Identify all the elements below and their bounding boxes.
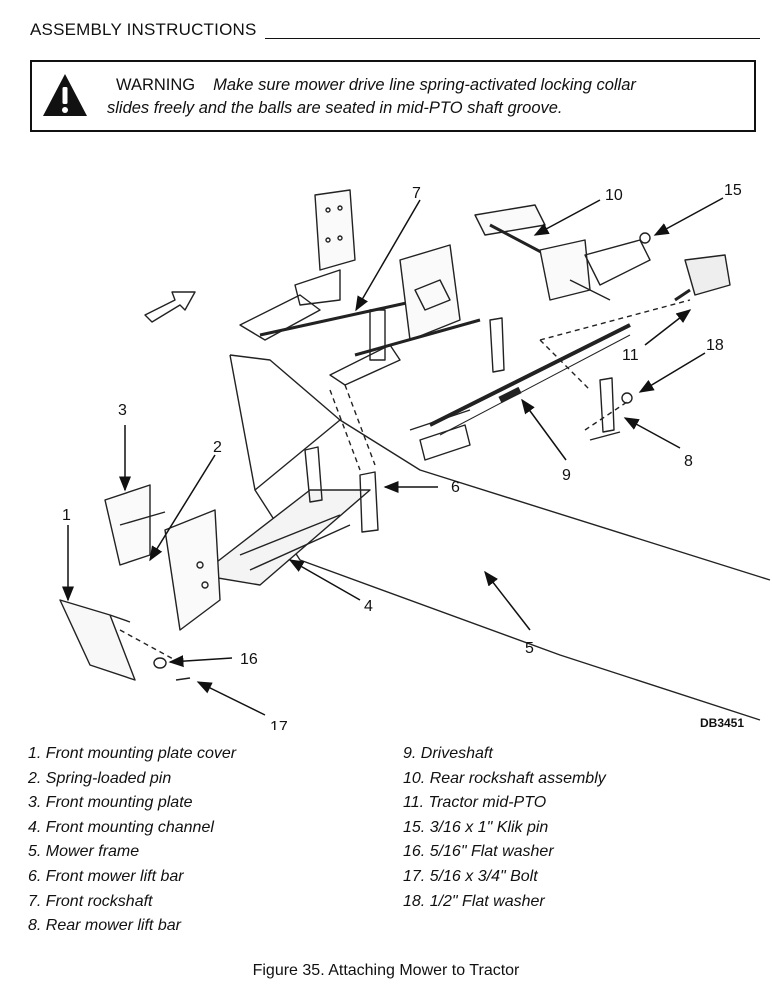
- legend-item: 15. 3/16 x 1" Klik pin: [403, 818, 549, 836]
- callout-17: 17: [270, 719, 288, 730]
- assembly-diagram: 7 10 15 11 18 8 9 6 4 5 3 2 1 16 17: [59, 182, 771, 730]
- legend-item: 9. Driveshaft: [403, 745, 493, 762]
- callout-7: 7: [412, 185, 421, 202]
- legend-item: 5. Mower frame: [28, 843, 140, 861]
- legend-item: 8. Rear mower lift bar: [28, 917, 181, 935]
- warning-message-line2: slides freely and the balls are seated i…: [107, 99, 563, 117]
- legend-right: 9. Driveshaft 10. Rear rockshaft assembl…: [403, 742, 606, 914]
- legend-item: 3. Front mounting plate: [28, 794, 193, 812]
- callout-15: 15: [724, 182, 742, 199]
- callout-2: 2: [213, 439, 222, 456]
- section-header: ASSEMBLY INSTRUCTIONS: [30, 20, 760, 44]
- legend-item: 6. Front mower lift bar: [28, 867, 184, 885]
- legend-item: 10. Rear rockshaft assembly: [403, 769, 606, 787]
- warning-message-line1: Make sure mower drive line spring-activa…: [213, 76, 636, 94]
- warning-box: WARNING Make sure mower drive line spring…: [30, 60, 756, 132]
- legend-item: 1. Front mounting plate cover: [28, 745, 237, 762]
- callout-4: 4: [364, 598, 373, 615]
- callout-11: 11: [622, 347, 639, 364]
- legend-item: 18. 1/2" Flat washer: [403, 892, 545, 910]
- warning-triangle-icon: [43, 74, 87, 116]
- callout-8: 8: [684, 453, 693, 470]
- callout-10: 10: [605, 187, 623, 204]
- callout-18: 18: [706, 337, 724, 354]
- figure-caption: Figure 35. Attaching Mower to Tractor: [252, 962, 520, 979]
- legend-item: 2. Spring-loaded pin: [28, 769, 172, 787]
- callout-16: 16: [240, 651, 258, 668]
- legend-item: 11. Tractor mid-PTO: [403, 794, 547, 812]
- legend-item: 17. 5/16 x 3/4" Bolt: [403, 867, 538, 885]
- legend-item: 7. Front rockshaft: [28, 892, 153, 910]
- diagram-id: DB3451: [700, 716, 745, 730]
- callout-1: 1: [62, 507, 71, 524]
- warning-label: WARNING: [116, 76, 196, 94]
- header-rule: [30, 38, 760, 39]
- warning-text: WARNING Make sure mower drive line spring…: [107, 74, 744, 120]
- callout-6: 6: [451, 479, 460, 496]
- callout-3: 3: [118, 402, 127, 419]
- section-title: ASSEMBLY INSTRUCTIONS: [30, 20, 265, 39]
- callout-9: 9: [562, 467, 571, 484]
- callout-5: 5: [525, 640, 534, 657]
- legend-item: 4. Front mounting channel: [28, 818, 214, 836]
- legend-left: 1. Front mounting plate cover 2. Spring-…: [28, 742, 236, 939]
- legend-item: 16. 5/16" Flat washer: [403, 843, 554, 861]
